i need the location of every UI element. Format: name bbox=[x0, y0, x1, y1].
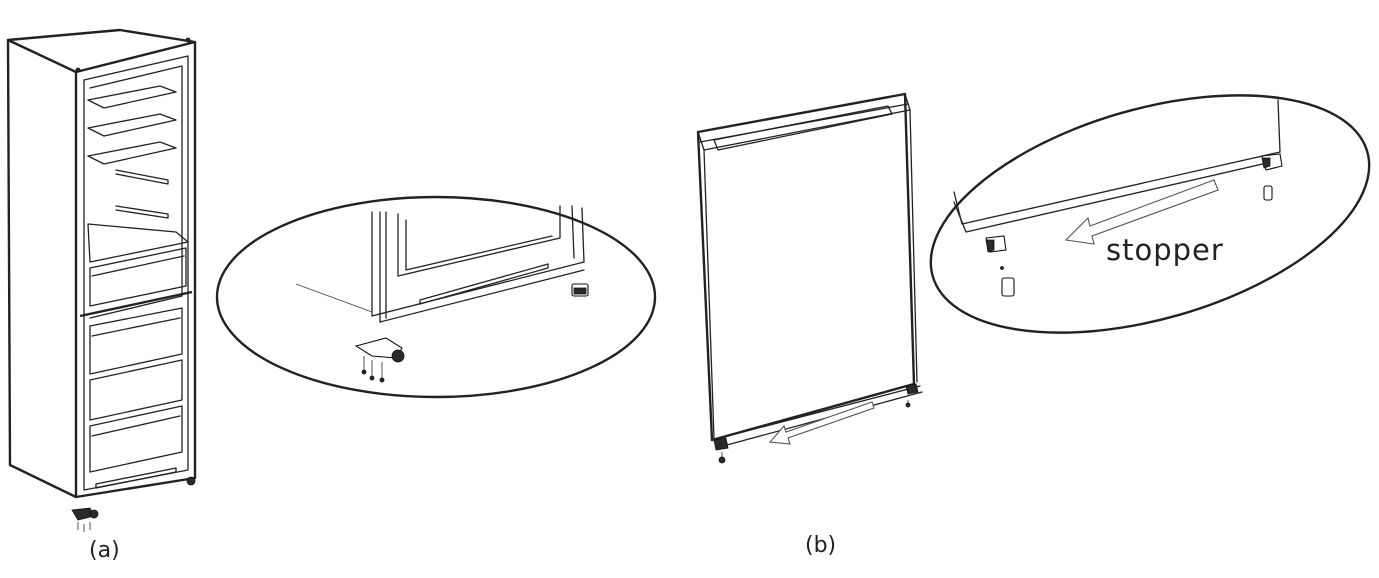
door-illustration bbox=[696, 92, 923, 464]
zoom-callout-bottom-hinge bbox=[215, 195, 657, 399]
stopper-label: stopper bbox=[1106, 233, 1224, 267]
zoom-callout-stopper bbox=[929, 94, 1371, 334]
figure-caption-b: (b) bbox=[805, 533, 837, 558]
figure-caption-a: (a) bbox=[89, 538, 120, 563]
fridge-cabinet-illustration bbox=[6, 28, 197, 532]
